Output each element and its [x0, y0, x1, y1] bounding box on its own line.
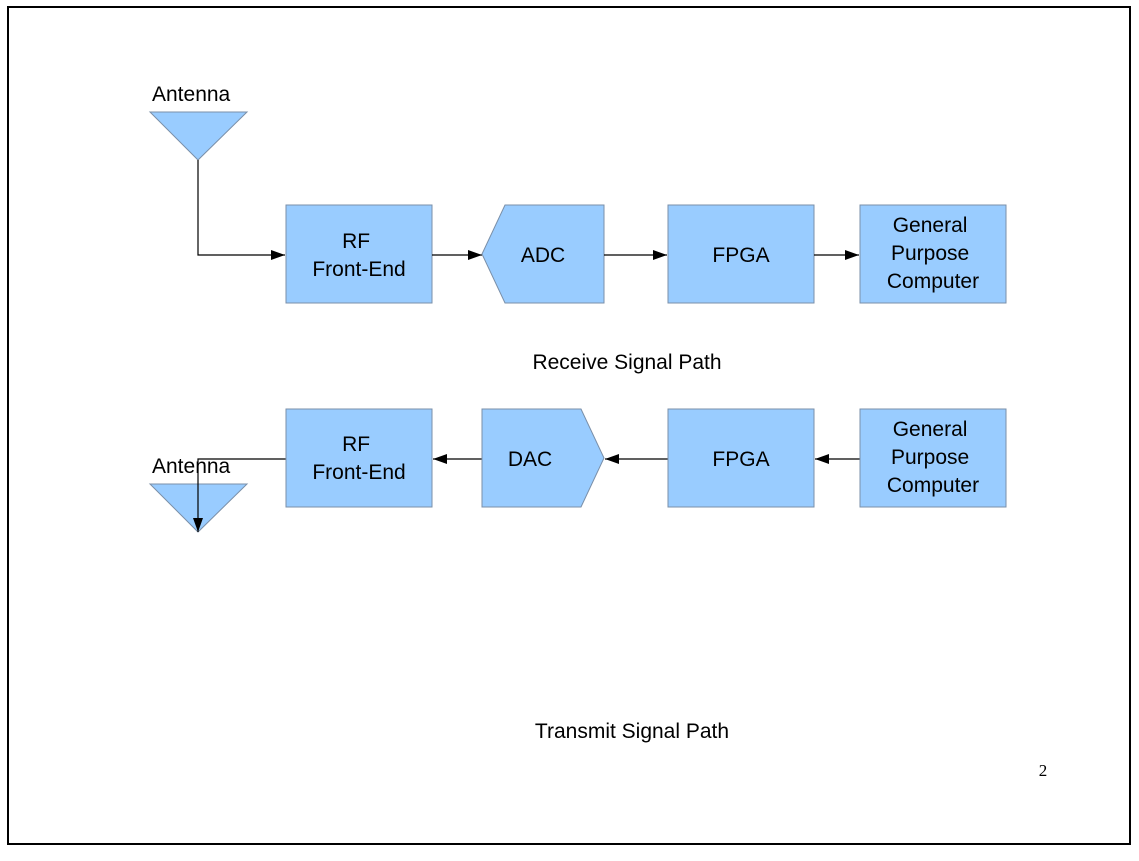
receive-caption: Receive Signal Path	[532, 351, 721, 374]
tx-dac-label: DAC	[508, 448, 552, 471]
tx-computer-label: General Purpose Computer	[887, 418, 979, 497]
transmit-signal-path: Antenna RF Front-End DAC FPGA General Pu…	[148, 408, 1007, 743]
tx-fpga-label: FPGA	[712, 448, 769, 471]
rx-antenna-to-rf-connector	[197, 160, 285, 260]
rx-antenna-label: Antenna	[152, 83, 231, 106]
rx-adc-block	[481, 204, 605, 304]
transmit-caption: Transmit Signal Path	[535, 720, 729, 743]
rx-fpga-label: FPGA	[712, 244, 769, 267]
rx-rf-front-end-label: RF Front-End	[312, 230, 405, 281]
rx-fpga-block	[667, 204, 815, 304]
page-number: 2	[1039, 761, 1048, 780]
tx-rf-front-end-label: RF Front-End	[312, 433, 405, 484]
rx-rf-front-end-block	[285, 204, 433, 304]
rx-antenna-icon	[148, 111, 249, 161]
tx-fpga-block	[667, 408, 815, 508]
receive-signal-path: Antenna RF Front-End ADC FPGA General Pu…	[148, 83, 1007, 374]
tx-dac-block	[481, 408, 605, 508]
rx-adc-label: ADC	[521, 244, 565, 267]
tx-computer-block	[859, 408, 1007, 508]
rx-computer-block	[859, 204, 1007, 304]
tx-rf-front-end-block	[285, 408, 433, 508]
tx-antenna-label: Antenna	[152, 455, 231, 478]
rx-computer-label: General Purpose Computer	[887, 214, 979, 293]
tx-rf-to-antenna-connector	[193, 458, 286, 532]
